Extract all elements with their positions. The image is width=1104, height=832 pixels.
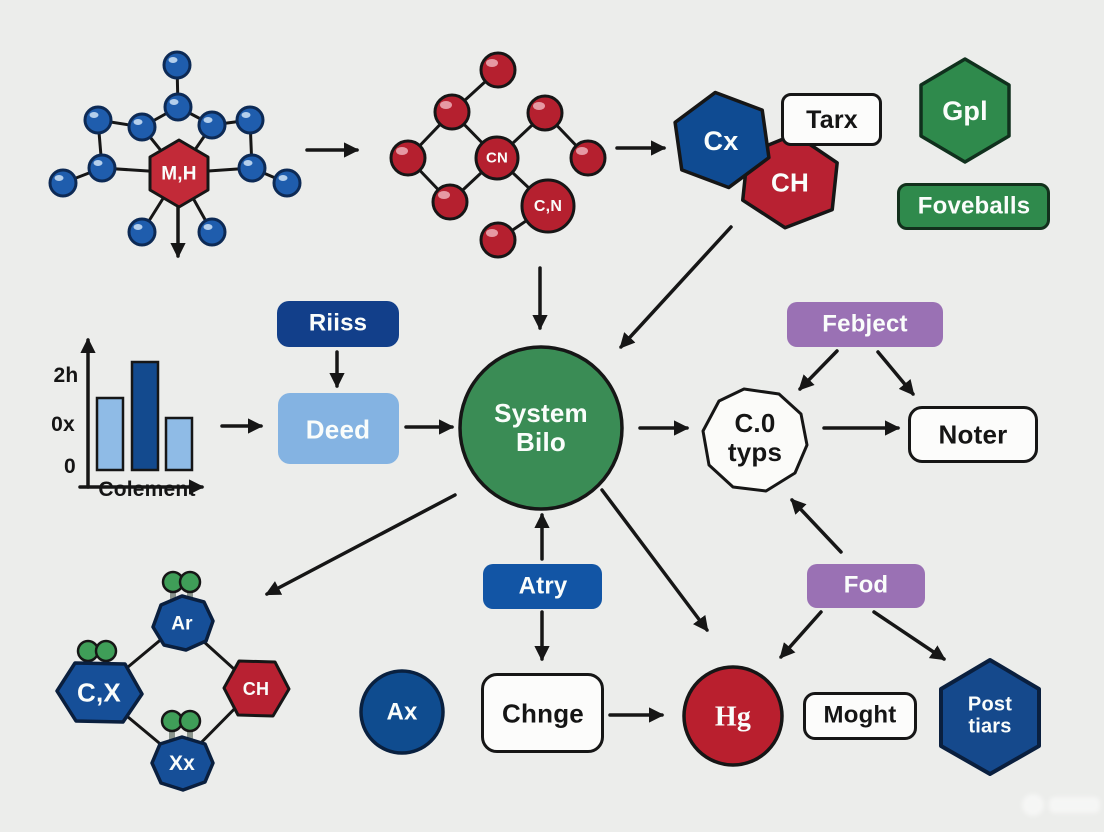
foveballs-pill [897, 183, 1050, 230]
c0-line1: C.0 [734, 407, 776, 438]
ax-circle [359, 669, 445, 755]
molecule2-atoms [389, 51, 607, 259]
molecule3-ch-node [222, 659, 291, 718]
tarx-label: Tarx [806, 106, 858, 134]
moght-box [803, 692, 917, 740]
mini-bar-chart-bars [95, 360, 194, 472]
molecule2-cn-label: CN [485, 149, 509, 167]
molecule3-ar-node [151, 594, 215, 652]
molecule3-ch-label: CH [242, 678, 270, 699]
molecule2-cn2-atom [520, 178, 576, 234]
mini-chart-bar-3 [164, 416, 194, 472]
post-line1: Post [967, 693, 1013, 716]
arrow-system-to-mol3 [264, 493, 457, 596]
molecule3-cx-node [55, 661, 144, 724]
noter-label: Noter [938, 419, 1008, 450]
system-bilo-line2: Bilo [516, 427, 566, 457]
post-line2: tiars [968, 716, 1012, 738]
c0-typs-label: C.0 typs [727, 407, 783, 467]
riiss-label: Riiss [308, 309, 368, 337]
tarx-box [781, 93, 882, 146]
hexagon-cx-label: Cx [703, 125, 739, 156]
hg-circle [682, 665, 784, 767]
arrow-febject-to-c0 [798, 349, 839, 391]
molecule1-atoms [48, 50, 302, 247]
arrow-system-to-hg [600, 488, 709, 632]
chnge-label: Chnge [502, 698, 584, 729]
molecule3-ar-label: Ar [171, 613, 193, 635]
mini-bar-chart-axes [78, 337, 205, 495]
mini-chart-bar-1 [95, 396, 125, 472]
molecule3-xx-label: Xx [168, 752, 196, 776]
moght-label: Moght [823, 701, 897, 729]
flow-arrows [170, 140, 946, 723]
molecule2-cn-atom [474, 135, 520, 181]
hexagon-ch-label: CH [771, 167, 809, 198]
mini-chart-bar-2 [130, 360, 160, 472]
hexagon-gpl [919, 57, 1011, 164]
febject-label: Febject [822, 310, 908, 338]
chart-xlabel: Colement [98, 478, 196, 502]
ax-label: Ax [386, 698, 418, 726]
chart-ytick-0x: 0x [51, 413, 75, 437]
hg-label: Hg [714, 701, 752, 733]
c0-typs-octagon [701, 387, 809, 493]
arrow-febject-to-noter [876, 350, 915, 396]
fod-label: Fod [843, 571, 889, 599]
c0-line2: typs [727, 437, 783, 467]
fod-box [807, 564, 925, 608]
arrow-fod-to-c0 [790, 498, 843, 554]
riiss-box [277, 301, 399, 347]
system-bilo-label: System Bilo [494, 397, 588, 457]
molecule3-cx-label: C,X [77, 677, 121, 708]
foveballs-label: Foveballs [917, 192, 1031, 220]
arrow-fod-to-post [872, 610, 946, 661]
atry-box [483, 564, 602, 609]
atry-label: Atry [518, 572, 568, 600]
febject-box [787, 302, 943, 347]
molecule2-cn2-label: C,N [533, 198, 563, 216]
watermark [1022, 792, 1100, 818]
molecule1-center-label: M,H [161, 163, 197, 185]
chart-ytick-2h: 2h [53, 364, 79, 388]
hexagon-cx [673, 90, 771, 190]
chart-ytick-0: 0 [64, 455, 76, 479]
post-tiars-label: Post tiars [968, 694, 1012, 739]
gpl-label: Gpl [942, 95, 988, 126]
system-bilo-circle [458, 345, 624, 511]
noter-box [908, 406, 1038, 463]
hexagon-post-tiars [939, 658, 1041, 776]
deed-label: Deed [305, 414, 371, 445]
system-bilo-line1: System [494, 397, 588, 428]
arrow-hex-to-system [619, 225, 733, 349]
molecule3-lollipop-heads [76, 570, 202, 733]
arrow-fod-to-hg [779, 610, 823, 659]
molecule3-xx-node [150, 735, 215, 792]
deed-box [278, 393, 399, 464]
chnge-box [481, 673, 604, 753]
